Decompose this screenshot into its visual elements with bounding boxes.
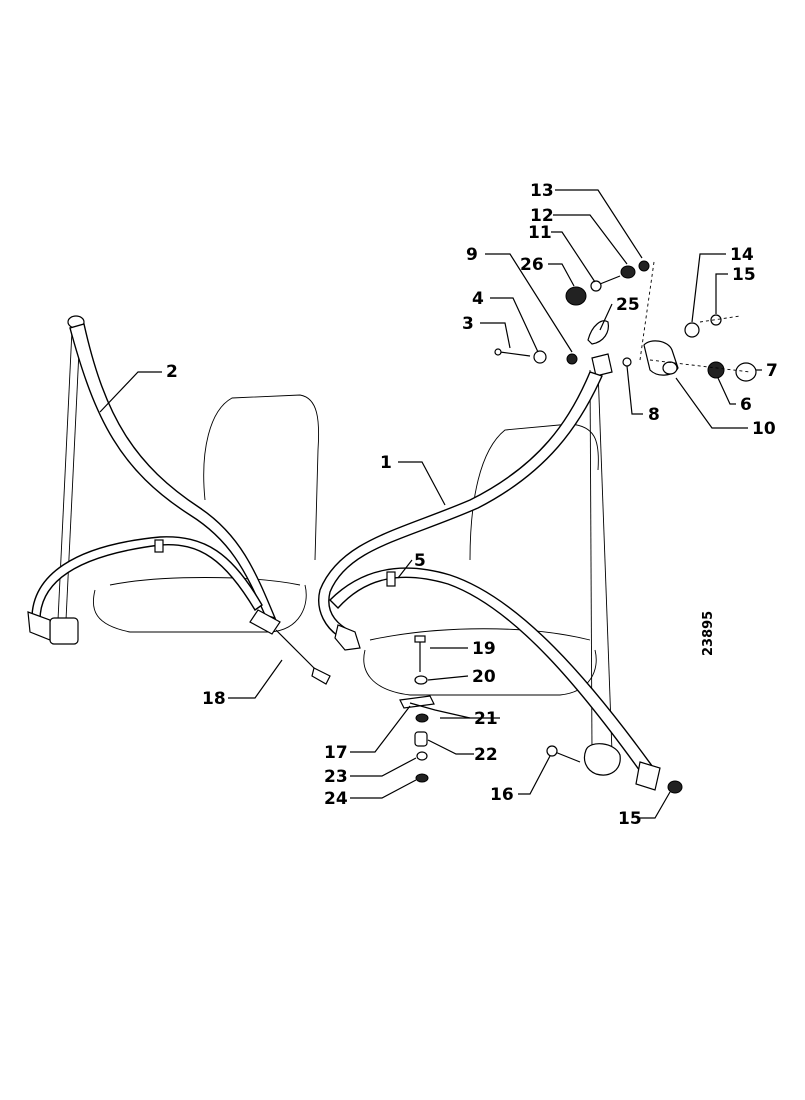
callout-15-lower: 15 bbox=[618, 809, 642, 829]
callout-6: 6 bbox=[740, 395, 752, 415]
callout-14: 14 bbox=[730, 245, 754, 265]
right-seat bbox=[363, 423, 599, 696]
callout-13: 13 bbox=[530, 181, 554, 201]
callout-2: 2 bbox=[166, 362, 178, 382]
callout-12: 12 bbox=[530, 206, 554, 226]
callout-16: 16 bbox=[490, 785, 514, 805]
callout-4: 4 bbox=[472, 289, 484, 309]
callout-22: 22 bbox=[474, 745, 498, 765]
callout-9: 9 bbox=[466, 245, 478, 265]
callout-24: 24 bbox=[324, 789, 348, 809]
callout-18: 18 bbox=[202, 689, 226, 709]
callout-7: 7 bbox=[766, 361, 778, 381]
callout-17: 17 bbox=[324, 743, 348, 763]
callout-8: 8 bbox=[648, 405, 660, 425]
leader-lines bbox=[99, 189, 762, 819]
left-belt-assembly bbox=[27, 315, 331, 685]
callout-26: 26 bbox=[520, 255, 544, 275]
callout-23: 23 bbox=[324, 767, 348, 787]
callout-1: 1 bbox=[380, 453, 392, 473]
right-belt-assembly bbox=[318, 353, 683, 794]
callout-5: 5 bbox=[414, 551, 426, 571]
callout-labels: 1 2 3 4 5 6 7 8 9 10 11 12 13 14 15 15 1… bbox=[166, 181, 778, 829]
upper-anchor-hardware bbox=[494, 260, 757, 382]
drawing-reference-number: 23895 bbox=[701, 611, 716, 656]
callout-21: 21 bbox=[474, 709, 498, 729]
left-seat bbox=[92, 394, 320, 633]
callout-19: 19 bbox=[472, 639, 496, 659]
callout-20: 20 bbox=[472, 667, 496, 687]
callout-3: 3 bbox=[462, 314, 474, 334]
callout-25: 25 bbox=[616, 295, 640, 315]
callout-15-upper: 15 bbox=[732, 265, 756, 285]
callout-11: 11 bbox=[528, 223, 552, 243]
callout-10: 10 bbox=[752, 419, 776, 439]
